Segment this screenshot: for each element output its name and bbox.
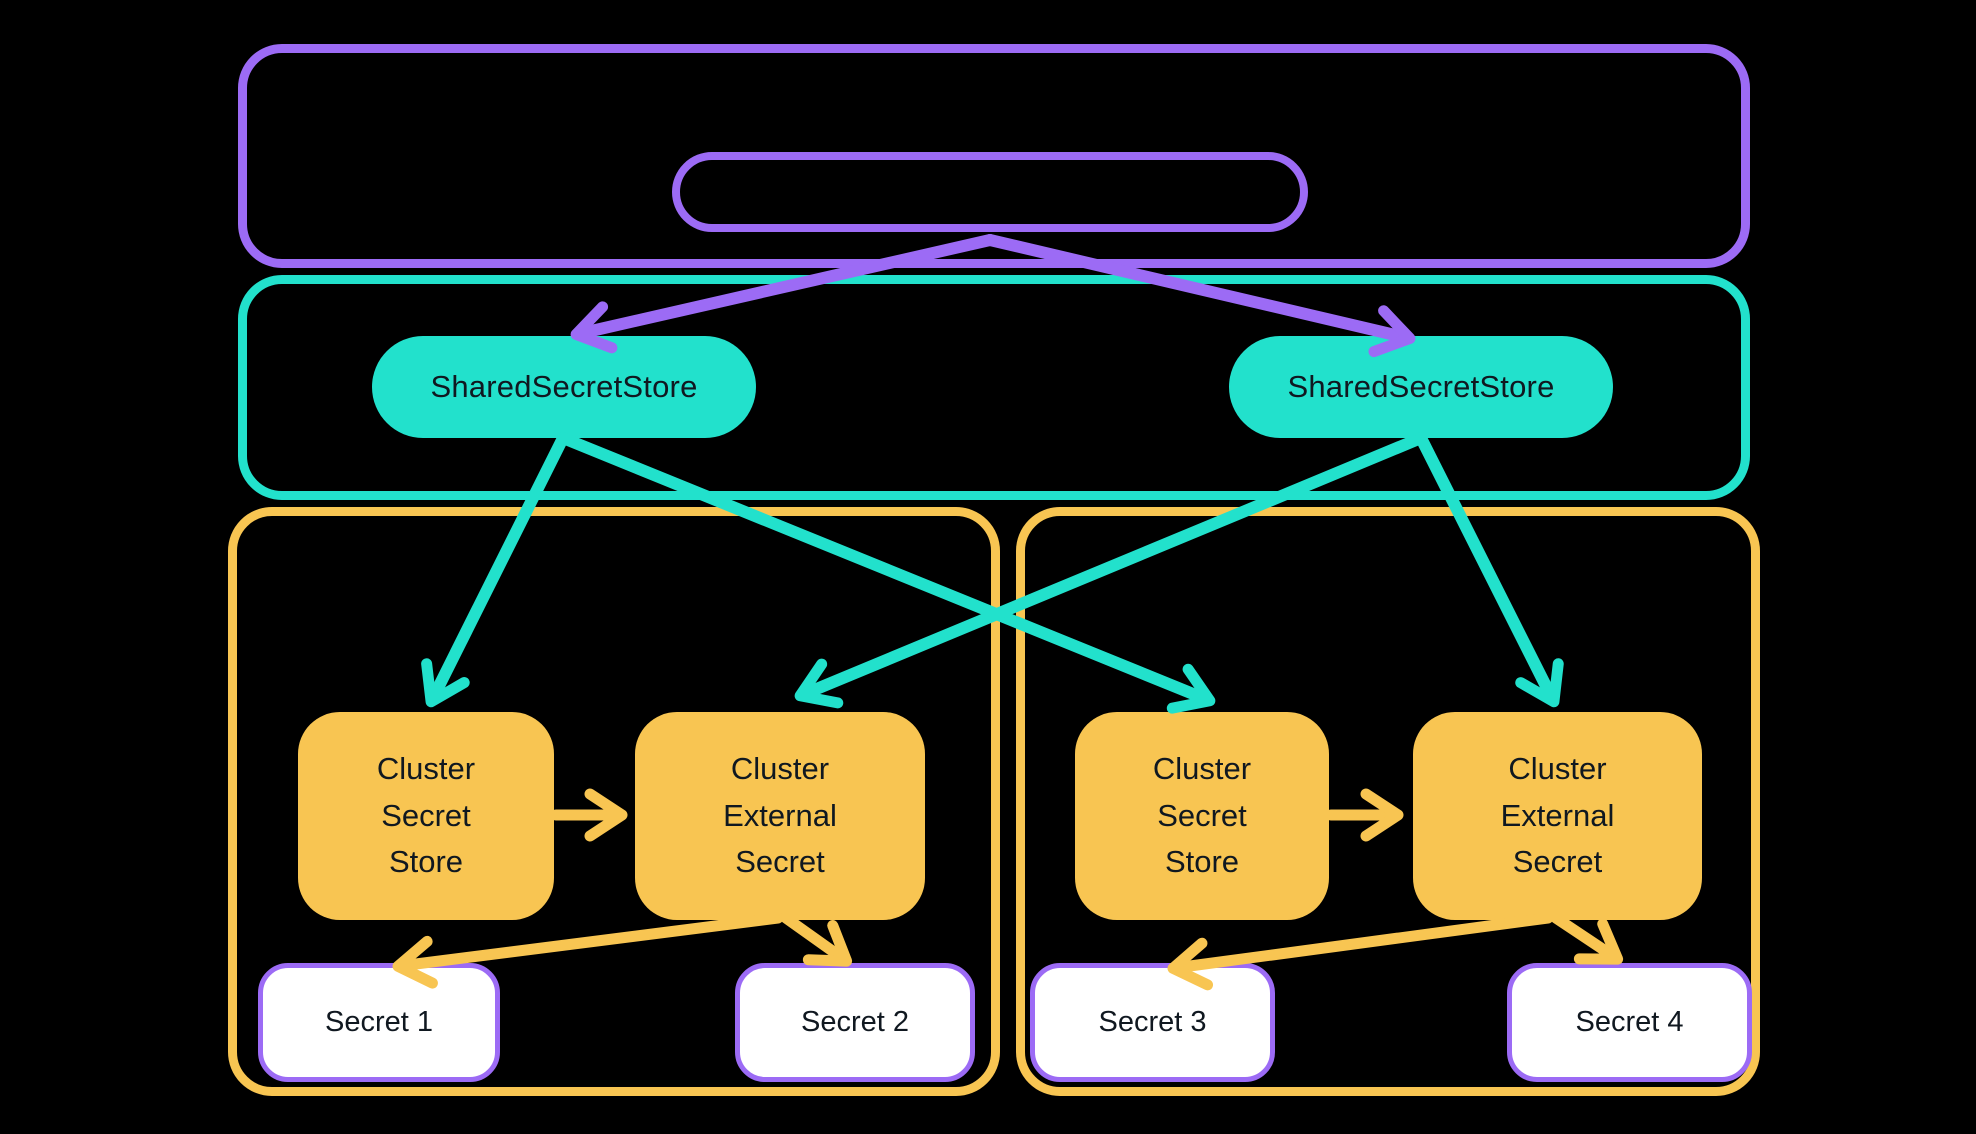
cluster-external-secret-b-node: Cluster External Secret [1413, 712, 1702, 920]
secret-1-node: Secret 1 [258, 963, 500, 1082]
cluster-external-secret-a-node: Cluster External Secret [635, 712, 925, 920]
shared-secret-store-right-node: SharedSecretStore [1229, 336, 1613, 438]
top-inner-pill [672, 152, 1308, 232]
shared-secret-store-left-node: SharedSecretStore [372, 336, 756, 438]
cluster-secret-store-a-node: Cluster Secret Store [298, 712, 554, 920]
cluster-secret-store-b-node: Cluster Secret Store [1075, 712, 1329, 920]
secret-2-node: Secret 2 [735, 963, 975, 1082]
secret-4-node: Secret 4 [1507, 963, 1752, 1082]
secret-3-node: Secret 3 [1030, 963, 1275, 1082]
